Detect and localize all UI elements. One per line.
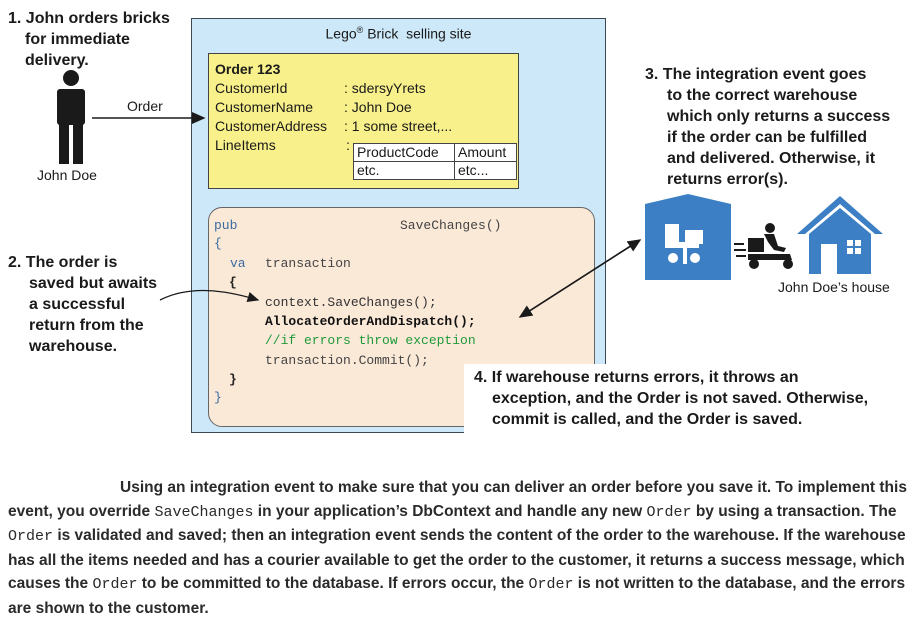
lineitems-header: ProductCode bbox=[353, 143, 455, 162]
order-field-name: CustomerName bbox=[215, 99, 314, 115]
code-line: transaction.Commit(); bbox=[265, 353, 429, 368]
caption-text: by using a transaction. The bbox=[691, 502, 897, 520]
john-doe-label: John Doe bbox=[37, 167, 97, 183]
code-line: AllocateOrderAndDispatch(); bbox=[265, 314, 476, 329]
selling-site-panel: Lego® Brick selling site Order 123 Custo… bbox=[191, 18, 606, 433]
caption-code: SaveChanges bbox=[154, 503, 254, 521]
site-title: Lego® Brick selling site bbox=[192, 25, 605, 42]
step2-line: a successful bbox=[29, 296, 126, 313]
code-line: transaction bbox=[265, 256, 351, 271]
code-line: pub bbox=[214, 218, 238, 233]
lineitems-header-row: ProductCode Amount bbox=[353, 143, 517, 162]
step3-line: which only returns a success bbox=[667, 108, 891, 125]
step1-note: 1. John orders bricks for immediate deli… bbox=[8, 8, 170, 71]
order-field-value: : bbox=[346, 137, 350, 153]
house-label: John Doe’s house bbox=[778, 279, 890, 295]
code-line: va bbox=[230, 256, 246, 271]
step1-line: delivery. bbox=[25, 52, 89, 69]
step4-note: 4. If warehouse returns errors, it throw… bbox=[464, 364, 875, 434]
order-field-name: CustomerId bbox=[215, 80, 288, 96]
step3-note: 3. The integration event goes to the cor… bbox=[645, 64, 890, 190]
caption-text: Using an integration event to make sure … bbox=[8, 479, 907, 520]
arrows-layer bbox=[92, 112, 642, 318]
step3-line: returns error(s). bbox=[667, 171, 788, 188]
step1-line: 1. John orders bricks bbox=[8, 10, 170, 27]
step2-line: warehouse. bbox=[29, 338, 118, 355]
step2-note: 2. The order is saved but awaits a succe… bbox=[8, 252, 157, 357]
registered-mark: ® bbox=[356, 25, 364, 35]
caption-code: Order bbox=[528, 576, 574, 593]
caption-text: to be committed to the database. If erro… bbox=[137, 575, 529, 592]
figure-caption: Using an integration event to make sure … bbox=[8, 476, 908, 620]
lineitems-table: ProductCode Amount etc. etc... bbox=[353, 143, 517, 180]
code-line: context.SaveChanges(); bbox=[265, 295, 437, 310]
order-field-value: : sdersyYrets bbox=[344, 80, 426, 96]
saved-curve-arrow bbox=[159, 289, 260, 302]
step4-line: exception, and the Order is not saved. O… bbox=[492, 390, 869, 407]
lineitems-cell: etc. bbox=[353, 161, 455, 180]
order-field-value: : John Doe bbox=[344, 99, 412, 115]
order-field-name: CustomerAddress bbox=[215, 118, 328, 134]
lineitems-row: etc. etc... bbox=[353, 161, 517, 180]
caption-code: Order bbox=[646, 503, 692, 521]
code-line: { bbox=[229, 275, 237, 290]
caption-code: Order bbox=[8, 528, 54, 545]
warehouse-icon bbox=[645, 194, 731, 280]
caption-code: Order bbox=[92, 576, 138, 593]
event-to-warehouse-arrow bbox=[518, 239, 642, 318]
step3-line: if the order can be fulfilled bbox=[667, 129, 868, 146]
courier-icon bbox=[734, 223, 793, 269]
step3-line: and delivered. Otherwise, it bbox=[667, 150, 876, 167]
order-field-value: : 1 some street,... bbox=[344, 118, 453, 134]
step4-line: commit is called, and the Order is saved… bbox=[492, 411, 803, 428]
caption-text: in your application’s DbContext and hand… bbox=[253, 502, 647, 520]
step2-line: saved but awaits bbox=[29, 275, 158, 292]
code-line: } bbox=[229, 372, 237, 387]
code-line: SaveChanges() bbox=[400, 218, 502, 233]
step3-line: to the correct warehouse bbox=[667, 87, 858, 104]
code-line: { bbox=[214, 236, 222, 251]
step4-line: 4. If warehouse returns errors, it throw… bbox=[474, 369, 799, 386]
house-icon bbox=[797, 196, 883, 274]
caption-text: is not written to the database, and the … bbox=[8, 575, 906, 617]
caption-text: is validated and saved; then an integrat… bbox=[8, 527, 906, 592]
code-line: //if errors throw exception bbox=[265, 333, 476, 348]
order-arrow-label: Order bbox=[127, 98, 163, 114]
site-title-pre: Lego bbox=[325, 25, 357, 42]
order-field-name: LineItems bbox=[215, 137, 276, 153]
step1-line: for immediate bbox=[25, 31, 130, 48]
order-title: Order 123 bbox=[215, 61, 281, 77]
code-line: } bbox=[214, 390, 222, 405]
person-icon bbox=[57, 70, 85, 164]
step3-line: 3. The integration event goes bbox=[645, 66, 867, 83]
step2-line: 2. The order is bbox=[8, 254, 118, 271]
site-title-post: Brick selling site bbox=[363, 25, 472, 42]
order-box: Order 123 CustomerId : sdersyYrets Custo… bbox=[208, 53, 519, 189]
lineitems-cell: etc... bbox=[454, 161, 517, 180]
lineitems-header: Amount bbox=[454, 143, 517, 162]
step2-line: return from the bbox=[29, 317, 144, 334]
